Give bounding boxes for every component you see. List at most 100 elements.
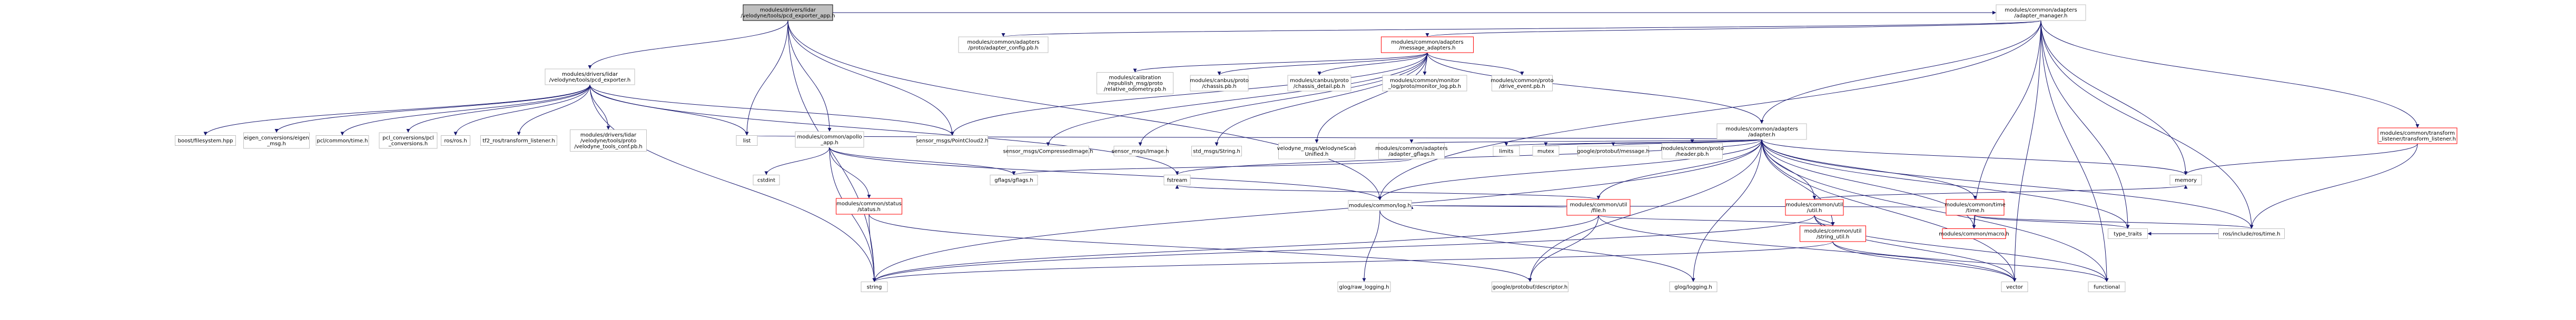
edge-adapter_manager-to-functional	[2040, 20, 2109, 282]
edge-adapter_manager-to-vector	[2012, 20, 2041, 282]
node-list[interactable]: list	[736, 135, 758, 146]
edge-pcd_exporter-to-pointcloud2	[589, 84, 954, 136]
node-adapter-config[interactable]: modules/common/adapters/proto/adapter_co…	[958, 36, 1049, 53]
node-apollo-app[interactable]: modules/common/apollo_app.h	[795, 131, 864, 148]
node-limits[interactable]: limits	[1493, 146, 1520, 156]
node-fstream[interactable]: fstream	[1163, 175, 1191, 185]
node-std-string[interactable]: std_msgs/String.h	[1191, 146, 1242, 156]
edge-root-to-pointcloud2	[787, 20, 954, 136]
node-label-line: /adapter.h	[1748, 132, 1775, 138]
edge-adapter-to-string	[872, 139, 1762, 282]
node-label: pcl/common/time.h	[317, 138, 368, 144]
node-glog-raw-logging[interactable]: glog/raw_logging.h	[1337, 282, 1391, 292]
node-label-line: tf2_ros/transform_listener.h	[482, 138, 555, 144]
node-gp-message[interactable]: google/protobuf/message.h	[1577, 146, 1650, 156]
node-label-line: sensor_msgs/CompressedImage.h	[1003, 149, 1093, 155]
node-adapter[interactable]: modules/common/adapters/adapter.h	[1716, 123, 1807, 140]
node-string[interactable]: string	[861, 282, 888, 292]
node-transform-listener[interactable]: modules/common/transform_listener/transf…	[2377, 127, 2457, 144]
node-type-traits[interactable]: type_traits	[2108, 228, 2148, 239]
node-label: modules/common/adapters/proto/adapter_co…	[967, 39, 1039, 51]
edge-util-to-vector	[1814, 215, 2017, 282]
node-label: mutex	[1537, 149, 1554, 155]
node-label-line: _log/proto/monitor_log.pb.h	[1388, 84, 1461, 89]
node-string-util[interactable]: modules/common/util/string_util.h	[1800, 225, 1866, 242]
node-gflags[interactable]: gflags/gflags.h	[990, 175, 1038, 185]
node-pointcloud2[interactable]: sensor_msgs/PointCloud2.h	[916, 135, 989, 146]
node-boost-fs[interactable]: boost/filesystem.hpp	[175, 135, 236, 146]
node-pcl-time[interactable]: pcl/common/time.h	[315, 135, 369, 146]
node-cstdint[interactable]: cstdint	[753, 175, 780, 185]
edge-message_adapters-to-pointcloud2	[950, 52, 1428, 136]
edge-pcd_exporter-to-string	[589, 84, 876, 282]
node-log[interactable]: modules/common/log.h	[1348, 200, 1412, 211]
node-ros-h[interactable]: ros/ros.h	[441, 135, 470, 146]
node-label-line: /adapter_gflags.h	[1388, 152, 1434, 157]
node-header-pb[interactable]: modules/common/proto/header.pb.h	[1661, 143, 1724, 159]
node-chassis[interactable]: modules/canbus/proto/chassis.pb.h	[1190, 75, 1249, 92]
edge-file-to-fstream	[1175, 185, 1599, 200]
node-mutex[interactable]: mutex	[1532, 146, 1560, 156]
node-chassis-detail[interactable]: modules/canbus/proto/chassis_detail.pb.h	[1287, 75, 1351, 92]
node-eigen-conv[interactable]: eigen_conversions/eigen_msg.h	[243, 132, 310, 149]
edge-string_util-to-vector	[1832, 241, 2017, 282]
edge-message_adapters-to-chassis_detail	[1317, 52, 1428, 76]
edge-adapter_manager-to-ros_time	[2040, 20, 2254, 229]
node-label-line: /proto/adapter_config.pb.h	[968, 45, 1038, 51]
edge-adapter-to-header_pb	[1690, 139, 1762, 144]
node-vector[interactable]: vector	[2001, 282, 2028, 292]
node-adapter-gflags[interactable]: modules/common/adapters/adapter_gflags.h	[1375, 143, 1448, 159]
edge-message_adapters-to-chassis	[1217, 52, 1428, 76]
node-label-line: Unified.h	[1305, 152, 1329, 157]
node-sensor-image[interactable]: sensor_msgs/Image.h	[1112, 146, 1169, 156]
edge-apollo_app-to-log	[829, 147, 1382, 201]
node-gp-descriptor[interactable]: google/protobuf/descriptor.h	[1492, 282, 1568, 292]
node-message-adapters[interactable]: modules/common/adapters/message_adapters…	[1381, 36, 1474, 53]
node-relative-odometry[interactable]: modules/calibration/republish_msg/proto/…	[1097, 72, 1173, 94]
node-file[interactable]: modules/common/util/file.h	[1566, 199, 1631, 216]
node-tf2-ros[interactable]: tf2_ros/transform_listener.h	[480, 135, 557, 146]
node-status[interactable]: modules/common/status/status.h	[836, 198, 902, 215]
edge-root-to-log	[787, 20, 1382, 201]
node-label: google/protobuf/descriptor.h	[1493, 285, 1567, 291]
node-label: tf2_ros/transform_listener.h	[482, 138, 555, 144]
node-glog-logging[interactable]: glog/logging.h	[1669, 282, 1718, 292]
edge-log-to-glog_logging	[1379, 210, 1695, 282]
edge-time-to-type_traits	[1975, 215, 2130, 229]
edge-file-to-gp_descriptor	[1528, 215, 1599, 282]
node-label-line: glog/raw_logging.h	[1339, 285, 1389, 291]
node-label-line: memory	[2175, 178, 2197, 184]
node-label: modules/common/adapters/adapter_manager.…	[2005, 7, 2077, 19]
edge-root-to-apollo_app	[787, 20, 832, 132]
node-label: modules/common/proto/drive_event.pb.h	[1491, 78, 1553, 89]
node-pcl-conv[interactable]: pcl_conversions/pcl_conversions.h	[379, 132, 438, 149]
node-memory[interactable]: memory	[2169, 175, 2202, 185]
node-functional[interactable]: functional	[2088, 282, 2126, 292]
node-label-line: /velodyne_tools_conf.pb.h	[574, 144, 642, 150]
node-label-line: cstdint	[757, 178, 775, 184]
node-label-line: ros/ros.h	[444, 138, 467, 144]
node-macro[interactable]: modules/common/macro.h	[1939, 228, 2009, 239]
node-label-line: /republish_msg/proto	[1107, 81, 1163, 87]
node-drive-event[interactable]: modules/common/proto/drive_event.pb.h	[1491, 75, 1554, 92]
node-adapter-manager[interactable]: modules/common/adapters/adapter_manager.…	[1996, 4, 2086, 21]
node-time[interactable]: modules/common/time/time.h	[1945, 199, 2006, 216]
node-util[interactable]: modules/common/util/util.h	[1785, 199, 1844, 216]
edge-pcd_exporter-to-list	[589, 84, 749, 136]
edge-apollo_app-to-status	[829, 147, 871, 199]
node-ros-time[interactable]: ros/include/ros/time.h	[2218, 228, 2285, 239]
node-label: modules/common/transform_listener/transf…	[2378, 131, 2456, 142]
node-label-line: modules/drivers/lidar	[760, 7, 816, 13]
edge-util-to-functional	[1814, 215, 2109, 282]
edge-transform_listener-to-ros_time	[2249, 143, 2418, 229]
edge-transform_listener-to-memory	[2184, 143, 2418, 175]
edge-time-to-macro	[1972, 215, 1976, 229]
node-compressed-image[interactable]: sensor_msgs/CompressedImage.h	[1003, 146, 1093, 156]
node-velodyne-conf[interactable]: modules/drivers/lidar/velodyne/tools/pro…	[570, 129, 647, 152]
node-label-line: modules/common/adapters	[1725, 126, 1798, 132]
edge-adapter-to-type_traits	[1761, 139, 2130, 229]
node-monitor-log[interactable]: modules/common/monitor_log/proto/monitor…	[1382, 75, 1467, 92]
node-pcd-exporter[interactable]: modules/drivers/lidar/velodyne/tools/pcd…	[545, 68, 635, 85]
